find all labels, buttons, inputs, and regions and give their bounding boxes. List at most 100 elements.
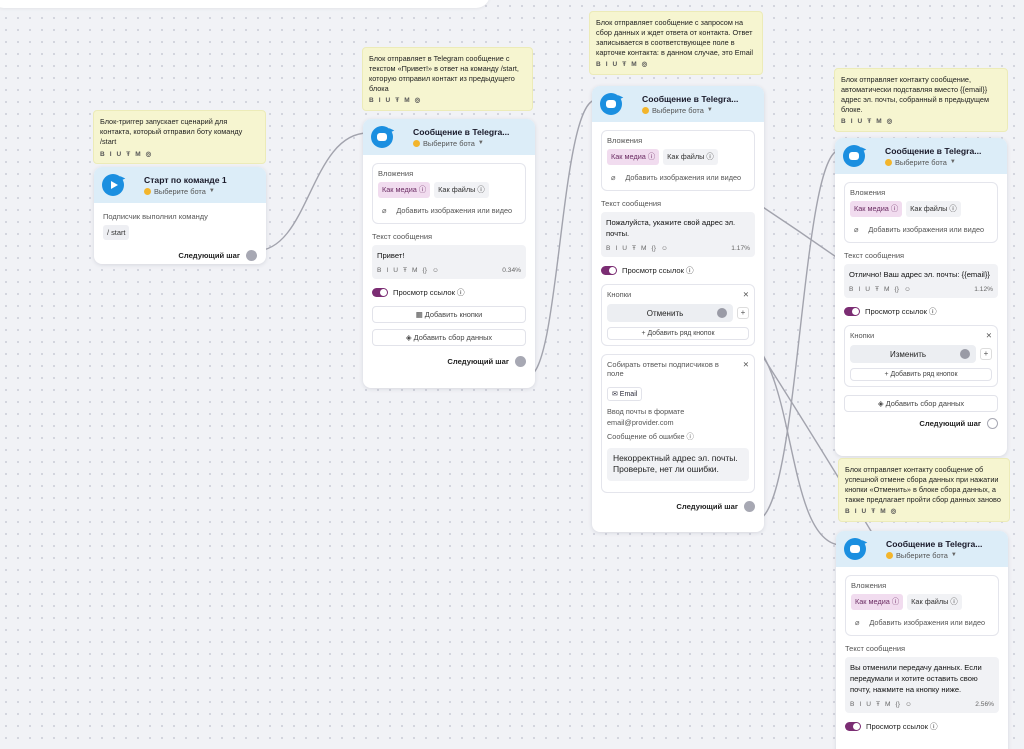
next-step-port[interactable] xyxy=(744,500,755,512)
note-msg2[interactable]: Блок отправляет сообщение с запросом на … xyxy=(589,11,763,76)
mono-icon[interactable]: M xyxy=(884,286,890,294)
bot-select[interactable]: Выберите бота▼ xyxy=(885,158,981,167)
message-node-header[interactable]: ➤ Сообщение в Telegra... Выберите бота▼ xyxy=(836,531,1008,567)
emoji-icon[interactable]: ☺ xyxy=(903,286,911,294)
bold-icon[interactable]: B xyxy=(850,701,855,709)
strike-icon[interactable]: Ŧ xyxy=(876,701,881,709)
add-media-button[interactable]: ⌀ Добавить изображения или видео xyxy=(855,618,986,627)
link-preview-toggle[interactable] xyxy=(845,722,861,732)
underline-icon[interactable]: U xyxy=(612,61,618,69)
mono-icon[interactable]: M xyxy=(412,267,418,275)
as-media-tab[interactable]: Как медиа ⓘ xyxy=(607,149,660,165)
bot-select[interactable]: Выберите бота▼ xyxy=(642,106,738,115)
as-files-tab[interactable]: Как файлы ⓘ xyxy=(434,182,489,198)
italic-icon[interactable]: I xyxy=(859,701,862,709)
strike-icon[interactable]: Ŧ xyxy=(867,118,872,126)
mono-icon[interactable]: M xyxy=(880,508,886,516)
strike-icon[interactable]: Ŧ xyxy=(395,97,400,105)
close-icon[interactable]: ✕ xyxy=(742,290,749,300)
as-files-tab[interactable]: Как файлы ⓘ xyxy=(663,149,718,165)
mono-icon[interactable]: M xyxy=(876,118,882,126)
italic-icon[interactable]: I xyxy=(386,267,389,275)
cancel-button[interactable]: Отменить xyxy=(607,304,733,323)
link-preview-toggle[interactable] xyxy=(372,288,388,298)
next-step-port[interactable] xyxy=(515,356,526,368)
message-editor[interactable]: Привет! B I U Ŧ M {} ☺ 0.34% xyxy=(372,245,526,280)
mono-icon[interactable]: M xyxy=(404,97,410,105)
bold-icon[interactable]: B xyxy=(606,245,611,253)
add-button-icon[interactable]: + xyxy=(737,307,749,320)
add-media-button[interactable]: ⌀ Добавить изображения или видео xyxy=(611,173,742,182)
strike-icon[interactable]: Ŧ xyxy=(622,61,627,69)
bold-icon[interactable]: B xyxy=(841,118,846,126)
close-icon[interactable]: ✕ xyxy=(985,331,992,341)
add-data-collection-button[interactable]: ◈ Добавить сбор данных xyxy=(372,329,526,347)
message-node-4[interactable]: ➤ Сообщение в Telegra... Выберите бота▼ … xyxy=(836,531,1008,749)
variable-icon[interactable]: {} xyxy=(651,245,656,253)
bot-select[interactable]: Выберите бота▼ xyxy=(144,187,227,196)
add-media-button[interactable]: ⌀ Добавить изображения или видео xyxy=(854,225,985,234)
as-media-tab[interactable]: Как медиа ⓘ xyxy=(378,182,431,198)
bold-icon[interactable]: B xyxy=(369,97,374,105)
variable-icon[interactable]: {} xyxy=(894,286,899,294)
next-step-port[interactable] xyxy=(246,250,257,261)
button-port[interactable] xyxy=(717,308,727,319)
underline-icon[interactable]: U xyxy=(622,245,628,253)
spoiler-icon[interactable]: ◎ xyxy=(145,150,152,158)
mono-icon[interactable]: M xyxy=(135,150,141,158)
add-data-collection-button[interactable]: ◈ Добавить сбор данных xyxy=(844,395,998,413)
italic-icon[interactable]: I xyxy=(854,508,857,516)
add-media-button[interactable]: ⌀ Добавить изображения или видео xyxy=(382,206,513,215)
link-preview-toggle[interactable] xyxy=(844,307,860,317)
underline-icon[interactable]: U xyxy=(861,508,867,516)
italic-icon[interactable]: I xyxy=(615,245,618,253)
underline-icon[interactable]: U xyxy=(865,286,871,294)
underline-icon[interactable]: U xyxy=(385,97,391,105)
spoiler-icon[interactable]: ◎ xyxy=(886,118,893,126)
error-message-editor[interactable]: Некорректный адрес эл. почты. Проверьте,… xyxy=(607,447,749,481)
note-trigger[interactable]: Блок-триггер запускает сценарий для конт… xyxy=(93,110,266,165)
note-msg1[interactable]: Блок отправляет в Telegram сообщение с т… xyxy=(362,47,533,112)
message-node-1[interactable]: ➤ Сообщение в Telegra... Выберите бота▼ … xyxy=(363,119,535,388)
as-files-tab[interactable]: Как файлы ⓘ xyxy=(906,201,961,217)
trigger-node-header[interactable]: ➤ Старт по команде 1 Выберите бота▼ xyxy=(94,167,266,203)
strike-icon[interactable]: Ŧ xyxy=(126,150,131,158)
bot-select[interactable]: Выберите бота▼ xyxy=(413,139,509,148)
variable-icon[interactable]: {} xyxy=(422,267,427,275)
mono-icon[interactable]: M xyxy=(631,61,637,69)
note-msg3[interactable]: Блок отправляет контакту сообщение, авто… xyxy=(834,68,1008,133)
italic-icon[interactable]: I xyxy=(858,286,861,294)
underline-icon[interactable]: U xyxy=(393,267,399,275)
strike-icon[interactable]: Ŧ xyxy=(875,286,880,294)
field-select[interactable]: ✉ Email xyxy=(607,387,643,402)
button-port[interactable] xyxy=(960,349,970,360)
italic-icon[interactable]: I xyxy=(605,61,608,69)
italic-icon[interactable]: I xyxy=(378,97,381,105)
underline-icon[interactable]: U xyxy=(866,701,872,709)
bold-icon[interactable]: B xyxy=(849,286,854,294)
strike-icon[interactable]: Ŧ xyxy=(632,245,637,253)
message-node-3[interactable]: ➤ Сообщение в Telegra... Выберите бота▼ … xyxy=(835,138,1007,456)
message-node-2[interactable]: ➤ Сообщение в Telegra... Выберите бота▼ … xyxy=(592,86,764,532)
message-node-header[interactable]: ➤ Сообщение в Telegra... Выберите бота▼ xyxy=(592,86,764,122)
spoiler-icon[interactable]: ◎ xyxy=(414,97,421,105)
message-editor[interactable]: Отлично! Ваш адрес эл. почты: {{email}} … xyxy=(844,264,998,299)
next-step-port[interactable] xyxy=(987,418,998,430)
underline-icon[interactable]: U xyxy=(116,150,122,158)
as-media-tab[interactable]: Как медиа ⓘ xyxy=(851,594,904,610)
bot-select[interactable]: Выберите бота▼ xyxy=(886,551,982,560)
mono-icon[interactable]: M xyxy=(641,245,647,253)
variable-icon[interactable]: {} xyxy=(895,701,900,709)
close-icon[interactable]: ✕ xyxy=(742,360,749,370)
as-media-tab[interactable]: Как медиа ⓘ xyxy=(850,201,903,217)
message-node-header[interactable]: ➤ Сообщение в Telegra... Выберите бота▼ xyxy=(363,119,535,155)
note-msg4[interactable]: Блок отправляет контакту сообщение об ус… xyxy=(838,458,1010,523)
as-files-tab[interactable]: Как файлы ⓘ xyxy=(907,594,962,610)
bold-icon[interactable]: B xyxy=(377,267,382,275)
strike-icon[interactable]: Ŧ xyxy=(871,508,876,516)
emoji-icon[interactable]: ☺ xyxy=(431,267,439,275)
underline-icon[interactable]: U xyxy=(857,118,863,126)
bold-icon[interactable]: B xyxy=(596,61,601,69)
trigger-node[interactable]: ➤ Старт по команде 1 Выберите бота▼ Подп… xyxy=(94,167,266,264)
mono-icon[interactable]: M xyxy=(885,701,891,709)
